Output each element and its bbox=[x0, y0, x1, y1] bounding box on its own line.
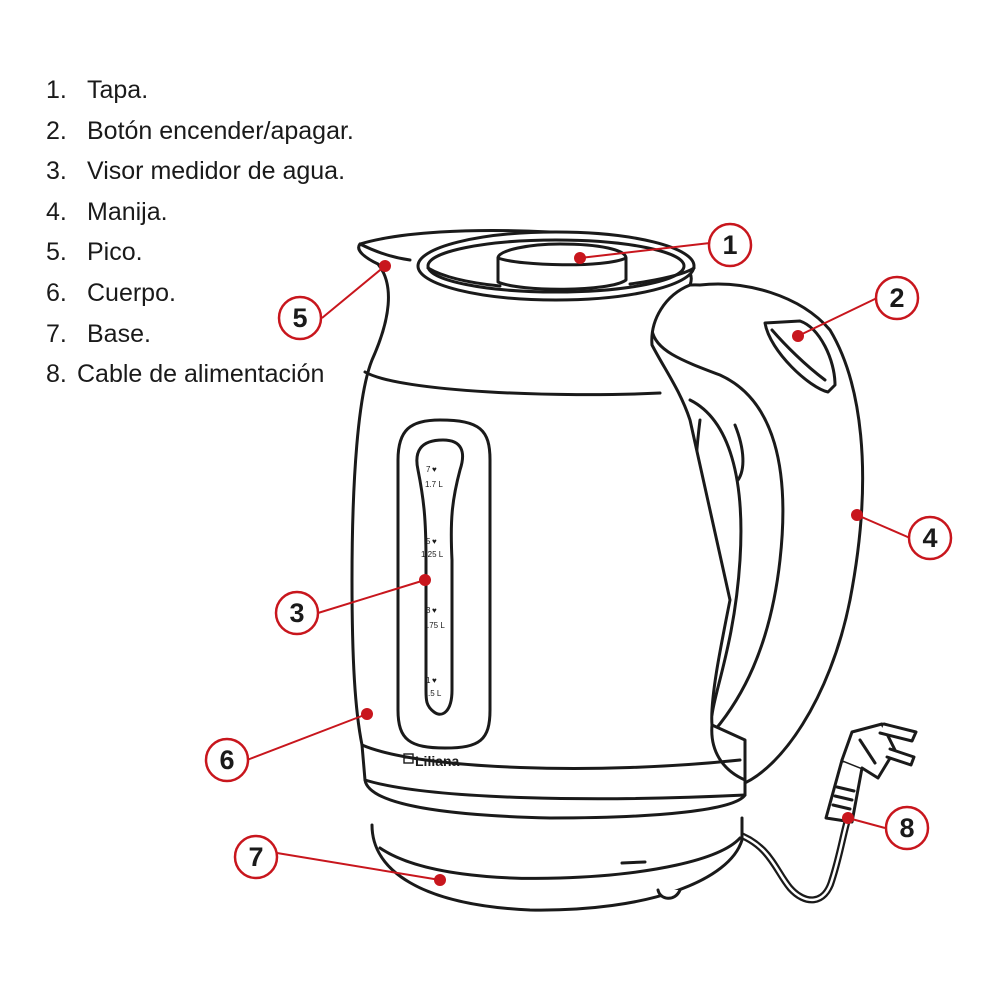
callout-6: 6 bbox=[204, 737, 250, 783]
gauge-cup-icon: ♥ bbox=[432, 606, 437, 615]
legend-label: Visor medidor de agua. bbox=[87, 157, 346, 186]
gauge-cup-icon: ♥ bbox=[432, 537, 437, 546]
legend-number: 7. bbox=[46, 319, 67, 348]
legend-item-visor: 3. Visor medidor de agua. bbox=[46, 151, 354, 192]
legend-item-cable: 8. Cable de alimentación bbox=[46, 354, 354, 395]
legend-label: Cable de alimentación bbox=[77, 360, 325, 389]
callout-circles: 1 2 3 4 5 6 7 8 bbox=[204, 222, 953, 880]
brand-name: Liliana bbox=[415, 753, 460, 769]
legend-number: 3. bbox=[46, 157, 67, 186]
kettle-base bbox=[370, 816, 744, 912]
gauge-cups-5: 5 bbox=[426, 537, 431, 546]
power-cord bbox=[731, 722, 918, 904]
gauge-cup-icon: ♥ bbox=[432, 465, 437, 474]
legend-label: Manija. bbox=[87, 197, 168, 226]
legend-item-manija: 4. Manija. bbox=[46, 192, 354, 233]
legend-label: Cuerpo. bbox=[87, 278, 176, 307]
legend-number: 4. bbox=[46, 197, 67, 226]
callout-number: 6 bbox=[219, 745, 234, 775]
callout-7: 7 bbox=[233, 834, 279, 880]
leader-lines bbox=[246, 242, 911, 881]
brand-logo: Liliana bbox=[403, 753, 460, 769]
callout-number: 8 bbox=[899, 813, 914, 843]
legend-item-tapa: 1. Tapa. bbox=[46, 70, 354, 111]
callout-1: 1 bbox=[707, 222, 753, 268]
parts-legend: 1. Tapa. 2. Botón encender/apagar. 3. Visor… bbox=[46, 70, 354, 395]
legend-item-pico: 5. Pico. bbox=[46, 232, 354, 273]
dot-visor bbox=[419, 574, 431, 586]
gauge-cups-7: 7 bbox=[426, 465, 431, 474]
legend-label: Tapa. bbox=[87, 76, 149, 104]
gauge-volume-1-25: 1.25 L bbox=[421, 550, 444, 559]
callout-number: 7 bbox=[248, 842, 263, 872]
gauge-cups-3: 3 bbox=[426, 606, 431, 615]
dot-cuerpo bbox=[361, 708, 373, 720]
callout-number: 1 bbox=[722, 230, 737, 260]
legend-item-boton: 2. Botón encender/apagar. bbox=[46, 111, 354, 152]
water-gauge-window bbox=[396, 418, 492, 750]
legend-number: 1. bbox=[46, 76, 67, 104]
dot-cable bbox=[842, 812, 854, 824]
callout-number: 4 bbox=[922, 523, 937, 553]
callout-5: 5 bbox=[277, 295, 323, 341]
legend-item-base: 7. Base. bbox=[46, 314, 354, 355]
dot-base bbox=[434, 874, 446, 886]
legend-number: 5. bbox=[46, 238, 67, 267]
callout-number: 2 bbox=[889, 283, 904, 313]
leader-dots bbox=[361, 252, 863, 886]
legend-number: 6. bbox=[46, 278, 67, 307]
legend-number: 2. bbox=[46, 116, 67, 145]
dot-pico bbox=[379, 260, 391, 272]
legend-item-cuerpo: 6. Cuerpo. bbox=[46, 273, 354, 314]
gauge-cups-1: 1 bbox=[426, 676, 431, 685]
dot-manija bbox=[851, 509, 863, 521]
dot-boton bbox=[792, 330, 804, 342]
legend-label: Base. bbox=[87, 319, 151, 348]
callout-8: 8 bbox=[884, 805, 930, 851]
legend-label: Pico. bbox=[87, 238, 143, 267]
legend-number: 8. bbox=[46, 360, 67, 389]
callout-2: 2 bbox=[874, 275, 920, 321]
gauge-markings: 7 ♥ 1.7 L 5 ♥ 1.25 L 3 ♥ .75 L 1 ♥ .5 L bbox=[421, 465, 445, 698]
gauge-volume-1-7: 1.7 L bbox=[425, 480, 443, 489]
callout-3: 3 bbox=[274, 590, 320, 636]
dot-tapa bbox=[574, 252, 586, 264]
callout-number: 3 bbox=[289, 598, 304, 628]
gauge-volume-0-5: .5 L bbox=[428, 689, 442, 698]
callout-4: 4 bbox=[907, 515, 953, 561]
legend-label: Botón encender/apagar. bbox=[87, 116, 354, 145]
gauge-volume-0-75: .75 L bbox=[427, 621, 445, 630]
callout-number: 5 bbox=[292, 303, 307, 333]
gauge-cup-icon: ♥ bbox=[432, 676, 437, 685]
